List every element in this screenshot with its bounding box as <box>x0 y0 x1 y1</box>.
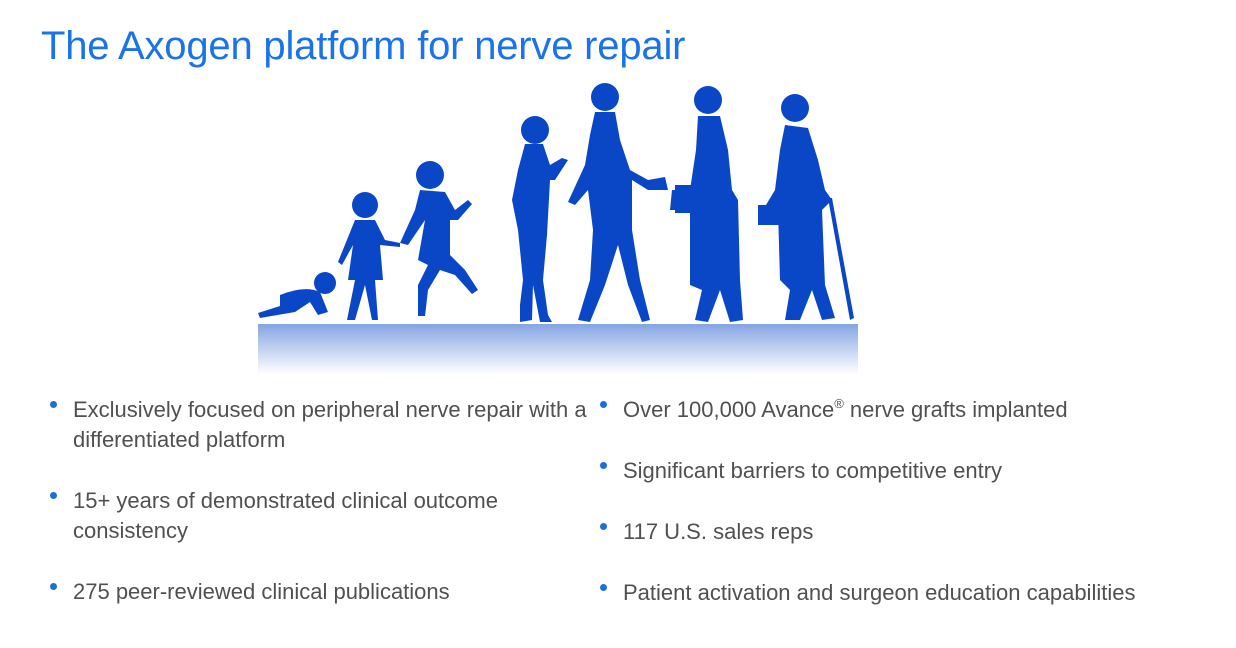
registered-trademark: ® <box>834 396 844 411</box>
slide-title: The Axogen platform for nerve repair <box>41 24 686 68</box>
bullet-text-before: Over 100,000 Avance <box>623 397 835 422</box>
bullet-dot-icon <box>50 583 57 590</box>
bullet-dot-icon <box>600 401 607 408</box>
bullet-dot-icon <box>50 492 57 499</box>
bullet-dot-icon <box>600 462 607 469</box>
bullet-item: 117 U.S. sales reps <box>600 517 1220 547</box>
right-bullet-list: Over 100,000 Avance® nerve grafts implan… <box>600 395 1220 639</box>
bullet-item: 275 peer-reviewed clinical publications <box>50 577 590 607</box>
bullet-text: Exclusively focused on peripheral nerve … <box>73 397 587 452</box>
bullet-text: Patient activation and surgeon education… <box>623 580 1136 605</box>
bullet-text: 117 U.S. sales reps <box>623 519 814 544</box>
bullet-dot-icon <box>600 523 607 530</box>
life-stages-illustration <box>250 80 870 380</box>
bullet-item: Significant barriers to competitive entr… <box>600 456 1220 486</box>
bullet-text-after: nerve grafts implanted <box>843 397 1068 422</box>
bullet-text: Significant barriers to competitive entr… <box>623 458 1003 483</box>
left-bullet-list: Exclusively focused on peripheral nerve … <box>50 395 590 638</box>
bullet-item: Exclusively focused on peripheral nerve … <box>50 395 590 455</box>
bullet-item: Over 100,000 Avance® nerve grafts implan… <box>600 395 1220 425</box>
bullet-item: 15+ years of demonstrated clinical outco… <box>50 486 590 546</box>
bullet-dot-icon <box>600 584 607 591</box>
bullet-item: Patient activation and surgeon education… <box>600 578 1220 608</box>
human-life-stages-silhouettes-icon <box>258 83 858 374</box>
bullet-text: 15+ years of demonstrated clinical outco… <box>73 488 498 543</box>
bullet-text: 275 peer-reviewed clinical publications <box>73 579 450 604</box>
bullet-dot-icon <box>50 401 57 408</box>
